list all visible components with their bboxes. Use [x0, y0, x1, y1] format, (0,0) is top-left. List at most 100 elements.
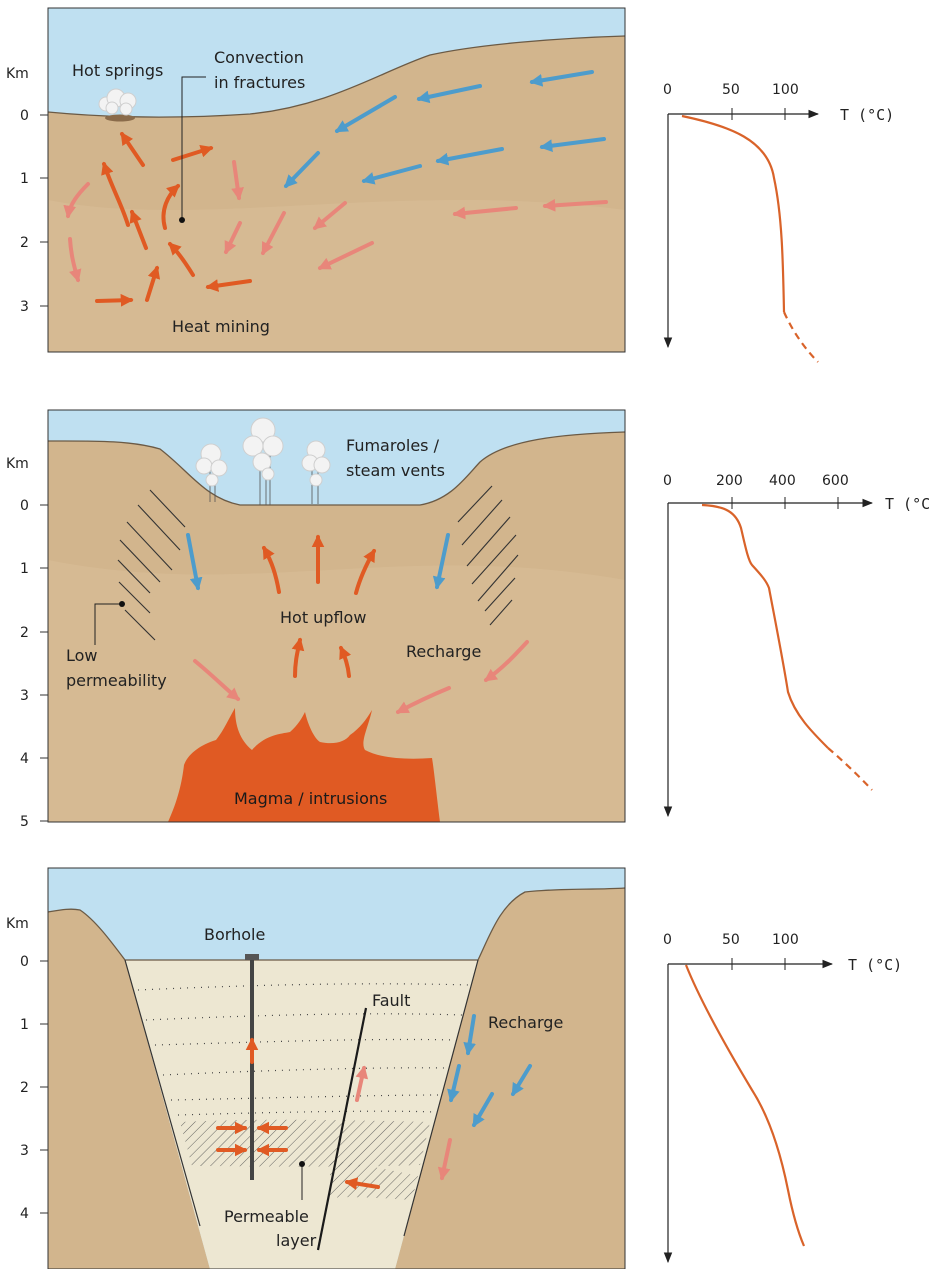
- warm-arrow: [224, 221, 242, 255]
- warm-arrow: [63, 182, 90, 219]
- temperature-curve-extrapolated: [782, 311, 819, 363]
- cold-arrow: [472, 1092, 494, 1128]
- depth-tick: 3: [20, 688, 29, 704]
- cold-arrow: [284, 151, 320, 188]
- temp-tick: 50: [722, 82, 740, 98]
- hot-arrow: [262, 545, 281, 594]
- borehole-label: Borhole: [204, 925, 265, 944]
- low-permeability-zone: [117, 485, 519, 641]
- temperature-profile-2: 0 200 400 600 T (°C): [663, 473, 930, 818]
- ground: [48, 432, 625, 822]
- panel-3-sedimentary-basin: Borhole Fault Recharge Permeable layer K…: [6, 867, 902, 1269]
- ground: [48, 909, 210, 1269]
- temp-tick: 0: [663, 82, 672, 98]
- hot-arrow: [168, 242, 195, 277]
- low-permeability-leader: [94, 601, 125, 645]
- temp-tick: 0: [663, 473, 672, 489]
- depth-unit: Km: [6, 66, 29, 82]
- temp-tick: 50: [722, 932, 740, 948]
- hot-arrow: [339, 645, 352, 678]
- warm-arrow: [395, 686, 451, 714]
- warm-arrow: [231, 160, 244, 201]
- fumaroles-label-line2: steam vents: [346, 461, 445, 480]
- warm-arrow: [542, 198, 608, 212]
- temp-axis-label: T (°C): [840, 106, 894, 124]
- warm-arrow: [261, 211, 286, 256]
- hot-arrow: [129, 209, 148, 250]
- flow-arrows: [63, 70, 608, 307]
- temp-tick: 400: [769, 473, 796, 489]
- warm-arrow: [483, 640, 529, 682]
- hot-spring-pool: [105, 114, 135, 122]
- warm-arrow: [68, 237, 82, 283]
- temperature-curve: [701, 503, 829, 749]
- hot-arrow: [120, 131, 145, 167]
- temperature-curve: [681, 114, 786, 313]
- warm-arrow: [193, 659, 240, 701]
- cold-arrow: [529, 70, 594, 87]
- temp-tick: 200: [716, 473, 743, 489]
- cold-arrow: [186, 533, 203, 591]
- temperature-curve: [684, 964, 806, 1247]
- hot-arrow: [171, 144, 214, 162]
- depth-tick: 5: [20, 814, 29, 830]
- convection-label-line2: in fractures: [214, 73, 305, 92]
- cold-arrow: [435, 147, 504, 166]
- hot-arrow: [291, 637, 305, 678]
- warm-arrow: [452, 206, 518, 220]
- depth-tick: 2: [20, 625, 29, 641]
- recharge-label: Recharge: [406, 642, 481, 661]
- depth-axis-3: Km 0 1 2 3 4: [6, 916, 48, 1222]
- depth-tick: 4: [20, 1206, 29, 1222]
- magma-body: [168, 708, 440, 822]
- depth-tick: 2: [20, 1080, 29, 1096]
- temp-tick: 100: [772, 932, 799, 948]
- hot-arrow: [205, 279, 252, 292]
- temperature-profile-1: 0 50 100 T (°C): [663, 82, 894, 363]
- panel-1-hot-springs: Hot springs Convection in fractures Heat…: [6, 7, 894, 363]
- recharge-label: Recharge: [488, 1013, 563, 1032]
- panel-2-volcanic-system: Fumaroles / steam vents Low permeability…: [6, 409, 930, 830]
- cold-arrow: [334, 95, 397, 133]
- fault-label: Fault: [372, 991, 410, 1010]
- depth-axis-1: Km 0 1 2 3: [6, 66, 48, 315]
- convection-leader: [179, 76, 206, 223]
- hot-upflow-label: Hot upflow: [280, 608, 366, 627]
- cold-arrow: [511, 1064, 532, 1097]
- magma-label: Magma / intrusions: [234, 789, 387, 808]
- temp-tick: 0: [663, 932, 672, 948]
- hot-arrow: [101, 161, 130, 227]
- permeable-layer-label-line2: layer: [276, 1231, 317, 1250]
- warm-arrow: [355, 1065, 369, 1102]
- permeable-layer-leader: [299, 1161, 305, 1200]
- temperature-profile-3: 0 50 100 T (°C): [663, 932, 902, 1264]
- cold-arrow: [416, 84, 482, 104]
- fumaroles-label-line1: Fumaroles /: [346, 436, 440, 455]
- depth-tick: 4: [20, 751, 29, 767]
- depth-tick: 0: [20, 108, 29, 124]
- depth-tick: 0: [20, 498, 29, 514]
- hot-arrow: [354, 548, 376, 595]
- depth-tick: 1: [20, 1017, 29, 1033]
- flow-arrows: [216, 1014, 532, 1190]
- permeable-layer-label-line1: Permeable: [224, 1207, 309, 1226]
- cold-arrow: [539, 137, 606, 153]
- warm-arrow: [317, 241, 374, 270]
- flow-arrows: [186, 533, 529, 714]
- temp-axis-label: T (°C): [848, 956, 902, 974]
- depth-tick: 2: [20, 235, 29, 251]
- temp-tick: 100: [772, 82, 799, 98]
- fault-line: [316, 1007, 368, 1251]
- hot-arrow: [145, 265, 161, 302]
- low-permeability-label-line1: Low: [66, 646, 98, 665]
- low-permeability-label-line2: permeability: [66, 671, 167, 690]
- borehole-casing: [245, 954, 259, 960]
- cold-arrow: [463, 1014, 476, 1056]
- heat-mining-label: Heat mining: [172, 317, 270, 336]
- depth-tick: 3: [20, 1143, 29, 1159]
- depth-tick: 3: [20, 299, 29, 315]
- temp-axis-label: T (°C): [885, 495, 930, 513]
- steam-icon: [98, 88, 137, 116]
- temp-tick: 600: [822, 473, 849, 489]
- depth-unit: Km: [6, 456, 29, 472]
